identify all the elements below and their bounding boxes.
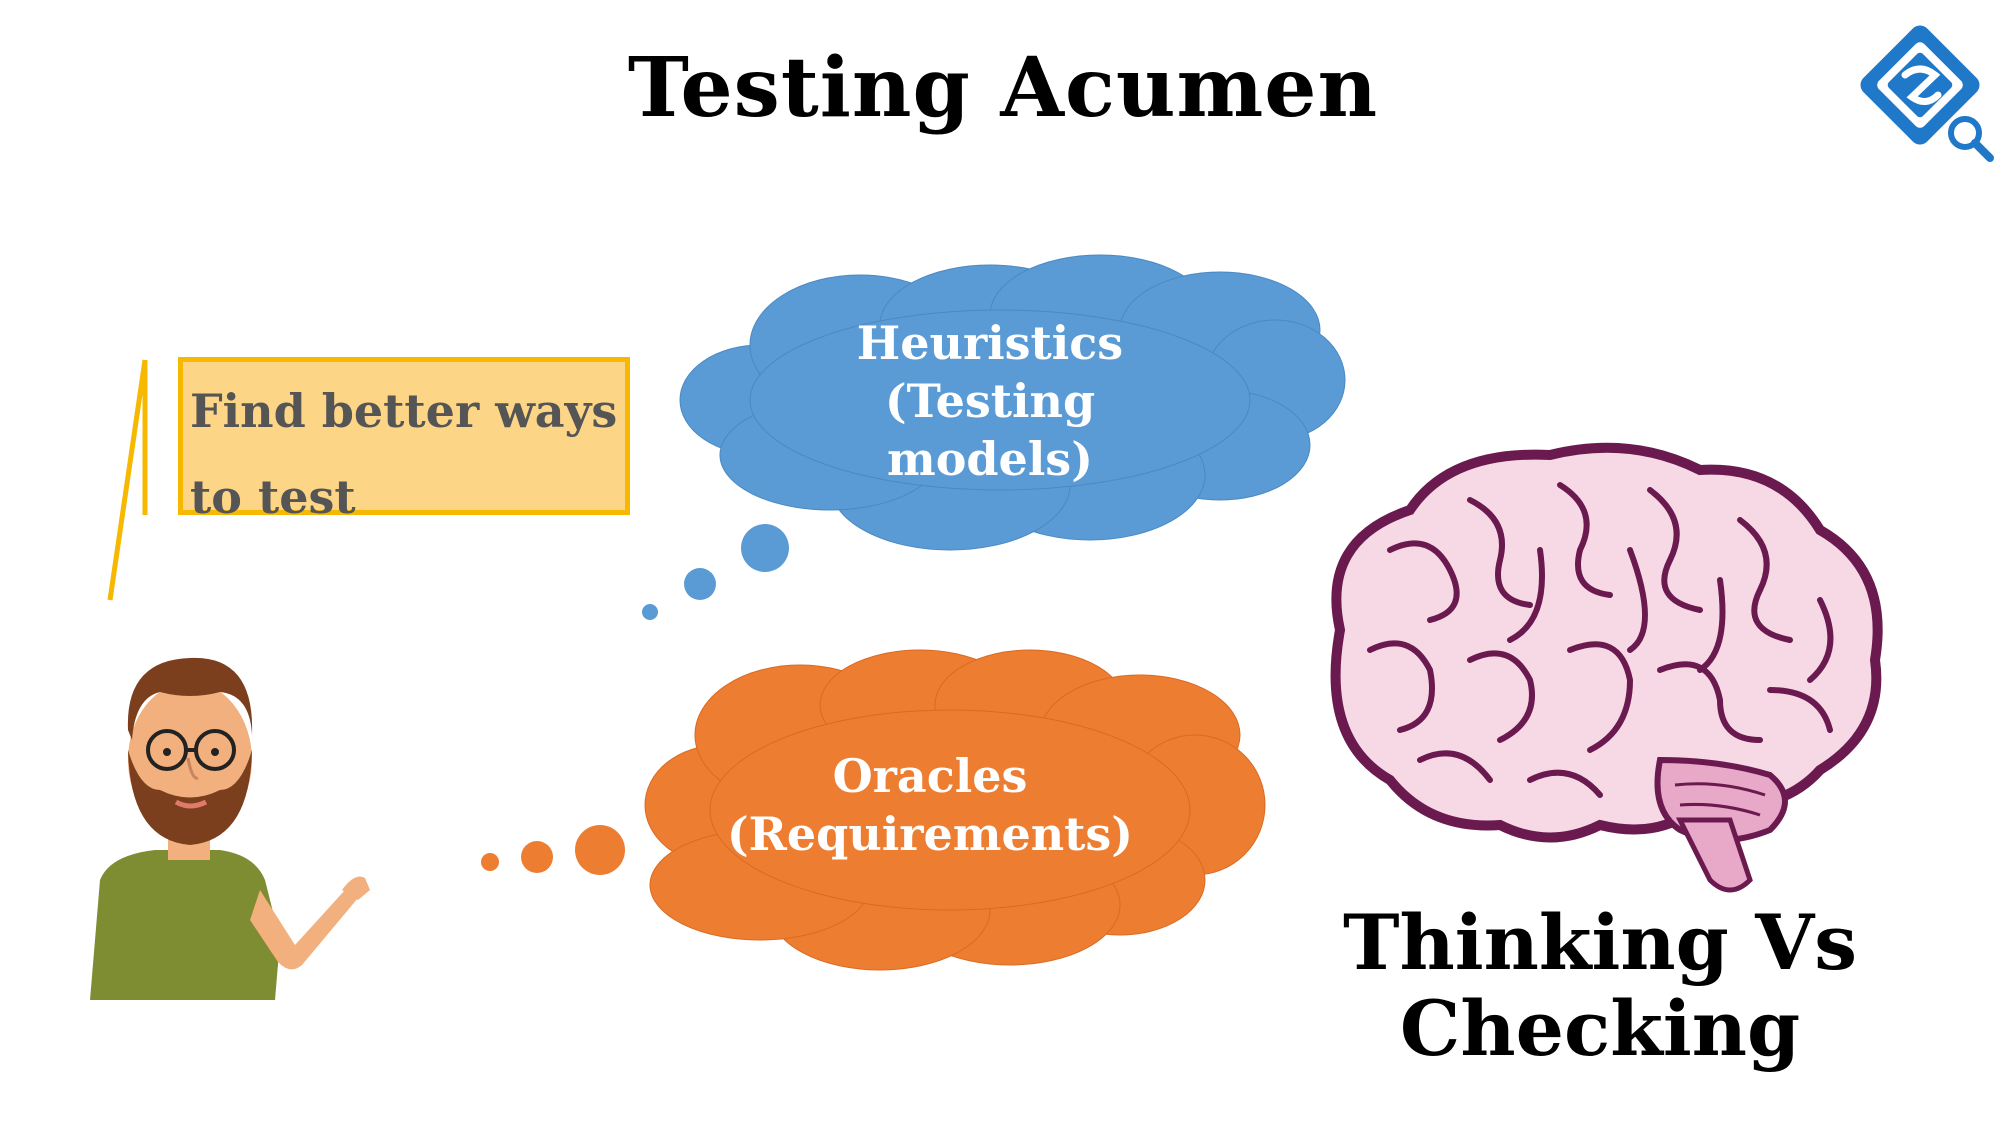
callout-text: Find better ways to test [190, 368, 630, 540]
callout-line-1: Find better ways [190, 384, 618, 438]
brain-illustration [1330, 442, 1883, 893]
footer-line-2: Checking [1399, 984, 1801, 1073]
oracles-bubble-large [575, 825, 625, 875]
page-title: Testing Acumen [627, 40, 1379, 136]
oracles-bubble-medium [521, 841, 553, 873]
heuristics-line-3: models) [887, 432, 1093, 486]
heuristics-line-2: (Testing [884, 374, 1096, 428]
callout-line-2: to test [190, 470, 356, 524]
heuristics-text: Heuristics (Testing models) [780, 314, 1200, 488]
footer-line-1: Thinking Vs [1342, 898, 1858, 987]
oracles-line-2: (Requirements) [726, 807, 1134, 861]
callout-pointer [107, 359, 148, 601]
heuristics-bubble-small [642, 604, 658, 620]
heuristics-bubble-large [741, 524, 789, 572]
heuristics-bubble-medium [684, 568, 716, 600]
oracles-line-1: Oracles [832, 749, 1028, 803]
heuristics-line-1: Heuristics [856, 316, 1124, 370]
oracles-text: Oracles (Requirements) [690, 747, 1170, 863]
callout-box [178, 357, 630, 515]
footer-text: Thinking Vs Checking [1330, 900, 1870, 1072]
oracles-cloud [644, 649, 1266, 971]
oracles-bubble-small [481, 853, 499, 871]
heuristics-cloud [679, 254, 1346, 551]
logo-icon [1860, 25, 1994, 162]
person-illustration [90, 657, 370, 1000]
